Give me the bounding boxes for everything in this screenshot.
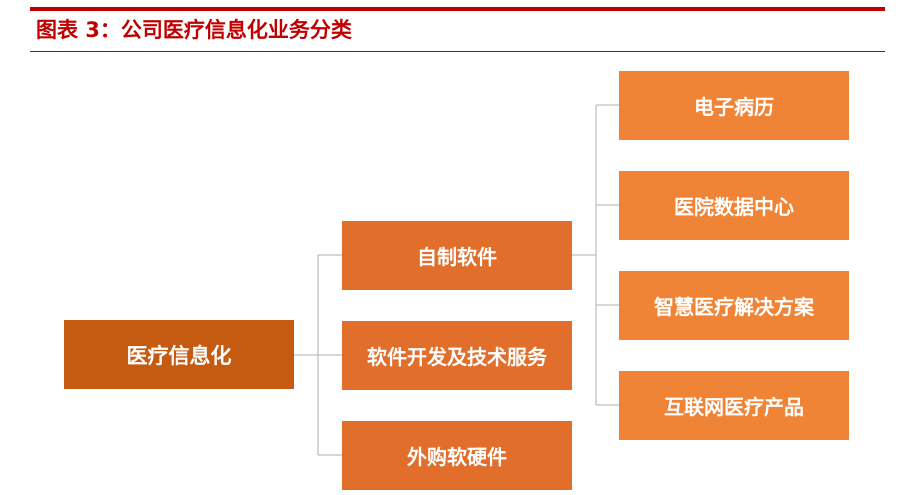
node-electronic-medical-record: 电子病历 (619, 71, 849, 140)
node-internet-healthcare-products: 互联网医疗产品 (619, 371, 849, 440)
connector-category-to-products (572, 104, 619, 406)
node-software-dev-tech-services: 软件开发及技术服务 (342, 321, 572, 390)
connector-root-to-categories (294, 254, 342, 456)
node-hospital-data-center: 医院数据中心 (619, 171, 849, 240)
node-medical-informatization: 医疗信息化 (64, 320, 294, 389)
node-purchased-hardware-software: 外购软硬件 (342, 421, 572, 490)
top-rule (30, 7, 885, 11)
node-self-developed-software: 自制软件 (342, 221, 572, 290)
node-smart-healthcare-solution: 智慧医疗解决方案 (619, 271, 849, 340)
figure-title: 图表 3：公司医疗信息化业务分类 (36, 18, 352, 42)
title-rule (30, 51, 885, 52)
